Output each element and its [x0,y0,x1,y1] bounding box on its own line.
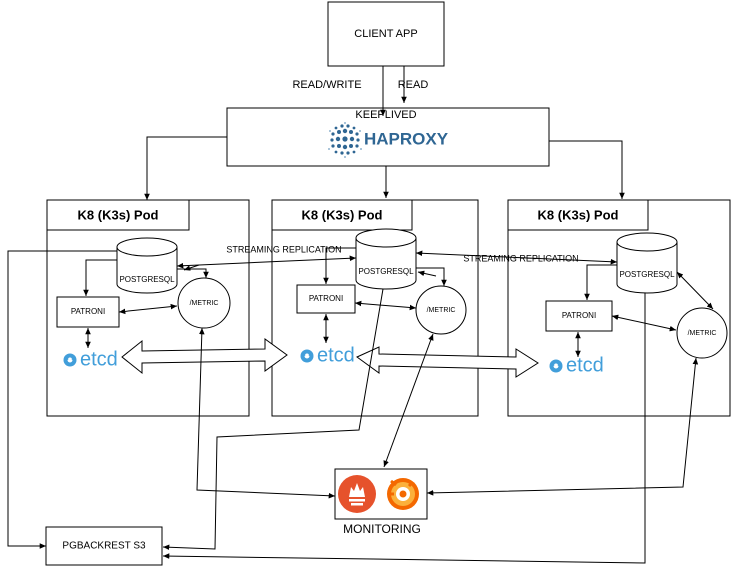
patroni-label: PATRONI [71,307,105,316]
postgres-to-patroni-edge [584,264,617,300]
pod-1: K8 (K3s) Pod POSTGRESQL PATRONI /METRIC … [46,199,250,417]
etcd-logo: etcd [63,348,118,370]
metric-label: /METRIC [190,300,219,307]
monitoring-label: MONITORING [343,522,421,536]
pod-title: K8 (K3s) Pod [538,207,619,222]
pgbackrest-label: PGBACKREST S3 [62,541,146,552]
grafana-icon [387,478,419,510]
postgres1-backup-edge [7,250,117,549]
client-app-label: CLIENT APP [354,28,417,40]
metric2-monitoring-edge [383,333,434,468]
keeplived-label: KEEPLIVED [355,109,416,121]
lb-to-pod1-edge [144,136,227,200]
pod-title: K8 (K3s) Pod [78,207,159,222]
postgres2-backup-edge [162,288,384,551]
etcd-icon [300,349,314,363]
pod-2: K8 (K3s) Pod POSTGRESQL PATRONI /METRIC … [271,199,479,417]
patroni-label: PATRONI [562,311,596,320]
metric-label: /METRIC [427,307,456,314]
patroni-label: PATRONI [309,294,343,303]
postgresql-database: POSTGRESQL [616,232,678,294]
etcd-label: etcd [80,348,118,370]
pgbackrest-node: PGBACKREST S3 [45,526,163,566]
load-balancer-node: KEEPLIVED HAPROXY [226,107,550,167]
patroni-metric-edge [354,300,417,311]
haproxy-logo-icon [328,122,362,158]
monitoring-node [334,468,428,520]
etcd-icon [549,359,563,373]
metric-label: /METRIC [688,330,717,337]
replication-label-2: STREAMING REPLICATION [463,253,578,263]
metric-node: /METRIC [676,307,728,359]
read-write-label: READ/WRITE [292,79,361,91]
patroni-node: PATRONI [56,296,120,328]
replication-label-1: STREAMING REPLICATION [226,244,341,254]
replication-edge-1 [176,255,357,269]
replication-edge-2 [415,250,618,265]
patroni-metric-edge [611,314,677,332]
patroni-node: PATRONI [545,300,613,332]
patroni-metric-edge [118,303,178,315]
pod-title: K8 (K3s) Pod [302,207,383,222]
prometheus-icon [338,475,376,513]
postgres-to-metric-edge [416,267,447,286]
postgresql-label: POSTGRESQL [358,267,414,276]
postgres3-backup-edge [162,293,646,564]
etcd-icon [63,353,77,367]
read-label: READ [398,79,429,91]
postgresql-label: POSTGRESQL [119,275,175,284]
metric3-monitoring-edge [426,357,699,496]
patroni-node: PATRONI [296,284,356,314]
postgres-to-patroni-edge [83,259,117,296]
postgres-metric-edge [676,271,714,310]
haproxy-label: HAPROXY [364,129,449,148]
postgresql-label: POSTGRESQL [619,270,675,279]
metric-node: /METRIC [177,277,231,329]
metric-node: /METRIC [415,285,467,335]
lb-to-pod3-edge [549,140,625,199]
postgresql-database: POSTGRESQL [116,237,178,294]
etcd-label: etcd [317,344,355,366]
postgres-to-patroni-edge [323,247,356,284]
client-app-node: CLIENT APP [327,1,445,67]
postgresql-database: POSTGRESQL [355,228,417,290]
pod-3: K8 (K3s) Pod POSTGRESQL PATRONI /METRIC … [507,199,731,417]
etcd-label: etcd [566,354,604,376]
metric-to-postgres-edge [417,270,437,277]
metric1-monitoring-edge [196,327,336,499]
